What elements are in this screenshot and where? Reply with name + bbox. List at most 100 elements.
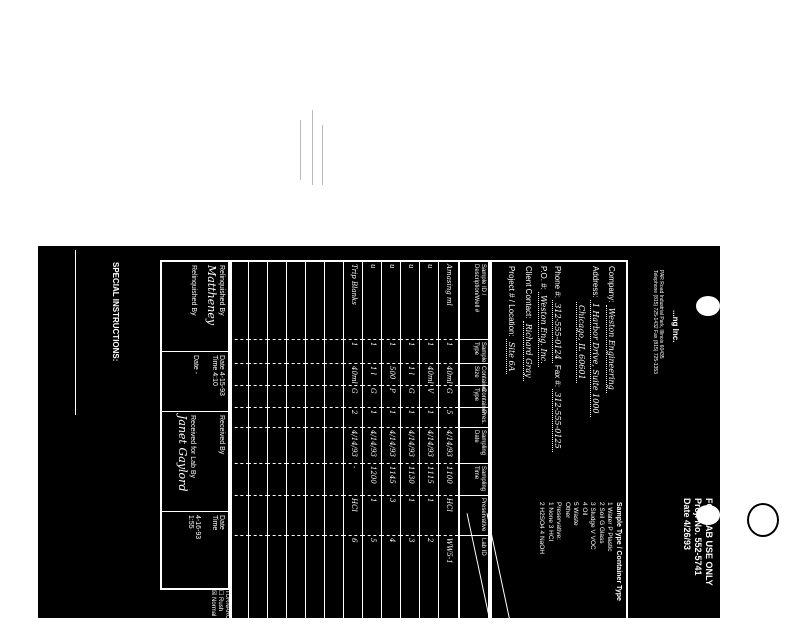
legend-title: Sample Type / Container Type bbox=[615, 502, 622, 601]
po-field: P.O. #: Weston Eng. Inc. bbox=[538, 266, 548, 367]
table-cell: 5 bbox=[362, 536, 382, 622]
table-cell: 4/14/93 bbox=[381, 428, 401, 464]
company-field: Company: Weston Engineering bbox=[606, 266, 616, 393]
lab-use-block: FOR LAB USE ONLY Proj. No. 552-5741 Date… bbox=[634, 498, 714, 620]
table-cell bbox=[267, 262, 287, 340]
samples-table: Sample ID / Description/Well #Sample Typ… bbox=[229, 260, 513, 631]
hole-punch bbox=[696, 296, 720, 316]
table-cell bbox=[324, 428, 344, 464]
table-cell: 3 bbox=[381, 496, 401, 536]
sample-type-item: 2 Soil G Glass bbox=[598, 502, 605, 544]
table-cell bbox=[286, 340, 306, 364]
sample-type-item: 2 H2SO4 4 NaOH bbox=[538, 502, 546, 555]
table-cell bbox=[305, 496, 325, 536]
table-row bbox=[248, 262, 268, 622]
table-cell: 40ml bbox=[343, 364, 363, 386]
table-cell: 1 bbox=[419, 408, 439, 428]
lab-use-title: FOR LAB USE ONLY bbox=[704, 498, 714, 586]
table-cell: 2 bbox=[419, 536, 439, 622]
margin-line bbox=[75, 250, 76, 415]
column-header: Sampling Time bbox=[458, 464, 488, 496]
table-cell: 1130 bbox=[400, 464, 420, 496]
column-header: Sampling Date bbox=[458, 428, 488, 464]
table-cell bbox=[324, 496, 344, 536]
normal-checkbox[interactable]: ☒ Normal bbox=[210, 590, 216, 617]
table-cell bbox=[305, 408, 325, 428]
rush-checkbox[interactable]: ☐ Rush bbox=[217, 590, 223, 612]
table-cell bbox=[286, 464, 306, 496]
table-cell: 1 bbox=[400, 496, 420, 536]
table-cell bbox=[229, 262, 249, 340]
chain-of-custody-form: ...ng Inc. PAR Road Industrial Park, Ill… bbox=[100, 250, 720, 633]
relinquished-label-2: Relinquished By bbox=[190, 265, 197, 316]
sample-type-legend: Sample Type / Container Type 1 Water P P… bbox=[537, 502, 623, 618]
received-lab-label: Received for Lab By bbox=[189, 415, 196, 479]
table-cell bbox=[248, 262, 268, 340]
table-cell: V bbox=[419, 386, 439, 408]
table-cell: 1 bbox=[362, 408, 382, 428]
column-header: Lab ID bbox=[458, 536, 488, 622]
table-cell: 1 bbox=[381, 340, 401, 364]
table-cell bbox=[267, 496, 287, 536]
lab-address-line: PAR Road Industrial Park, Illinois 60435 bbox=[658, 270, 664, 359]
table-cell: G bbox=[438, 386, 458, 408]
sample-type-item: Preservative: bbox=[555, 502, 563, 540]
table-cell: 4/14/93 bbox=[400, 428, 420, 464]
relinquished-label: Relinquished By bbox=[218, 265, 225, 316]
scanned-page bbox=[38, 246, 720, 618]
table-cell bbox=[229, 364, 249, 386]
lab-date: Date 4/26/93 bbox=[682, 498, 692, 551]
table-cell bbox=[286, 364, 306, 386]
table-cell: 1200 bbox=[362, 464, 382, 496]
turnaround-box: TURNAROUND ☐ Rush ☒ Normal bbox=[210, 590, 230, 633]
table-row bbox=[229, 262, 249, 622]
lab-phone-line: Telephone (815) 725-1432 Fax (815) 725-1… bbox=[652, 270, 658, 374]
table-cell: HCl bbox=[438, 496, 458, 536]
table-cell: G bbox=[400, 386, 420, 408]
table-cell: 4 bbox=[381, 536, 401, 622]
table-cell bbox=[324, 340, 344, 364]
table-cell: 1 bbox=[419, 340, 439, 364]
table-cell: 1 bbox=[362, 340, 382, 364]
table-cell: 1 bbox=[381, 408, 401, 428]
table-cell: 6 bbox=[343, 536, 363, 622]
table-cell bbox=[305, 428, 325, 464]
address-field: Address: 1 Harbor Drive, Suite 1000 bbox=[590, 266, 600, 417]
table-cell bbox=[324, 536, 344, 622]
table-cell bbox=[324, 386, 344, 408]
table-cell bbox=[248, 536, 268, 622]
hole-punch-ring bbox=[747, 503, 779, 537]
date-1: 4-15-93 bbox=[218, 371, 225, 396]
table-cell bbox=[286, 428, 306, 464]
turnaround-label: TURNAROUND bbox=[224, 590, 230, 633]
table-row bbox=[324, 262, 344, 622]
sample-type-item: 5 Waste bbox=[572, 502, 580, 526]
table-cell: 1 l bbox=[400, 364, 420, 386]
table-cell bbox=[229, 408, 249, 428]
column-header: Sample Type bbox=[458, 340, 488, 364]
table-cell bbox=[305, 262, 325, 340]
table-cell bbox=[286, 408, 306, 428]
sample-type-item: 4 Oil bbox=[581, 502, 588, 516]
table-cell bbox=[324, 364, 344, 386]
table-cell: 1 bbox=[438, 340, 458, 364]
table-cell: u bbox=[362, 262, 382, 340]
table-cell: 1 bbox=[400, 408, 420, 428]
scan-smudge bbox=[300, 120, 301, 180]
signature-block: Relinquished By Mattheney Relinquished B… bbox=[160, 260, 230, 590]
column-header: Preservative bbox=[458, 496, 488, 536]
table-cell: Trip Blanks bbox=[343, 262, 363, 340]
column-header: Container Size bbox=[458, 364, 488, 392]
table-cell bbox=[229, 464, 249, 496]
table-cell: 5 bbox=[438, 408, 458, 428]
table-cell bbox=[248, 364, 268, 386]
table-cell: 4/14/93 bbox=[343, 428, 363, 464]
table-row bbox=[267, 262, 287, 622]
table-cell: 3 bbox=[400, 536, 420, 622]
table-cell bbox=[248, 428, 268, 464]
column-header: Sample ID / Description/Well # bbox=[458, 262, 488, 340]
table-cell: 2 bbox=[343, 408, 363, 428]
hole-punch bbox=[696, 505, 720, 525]
